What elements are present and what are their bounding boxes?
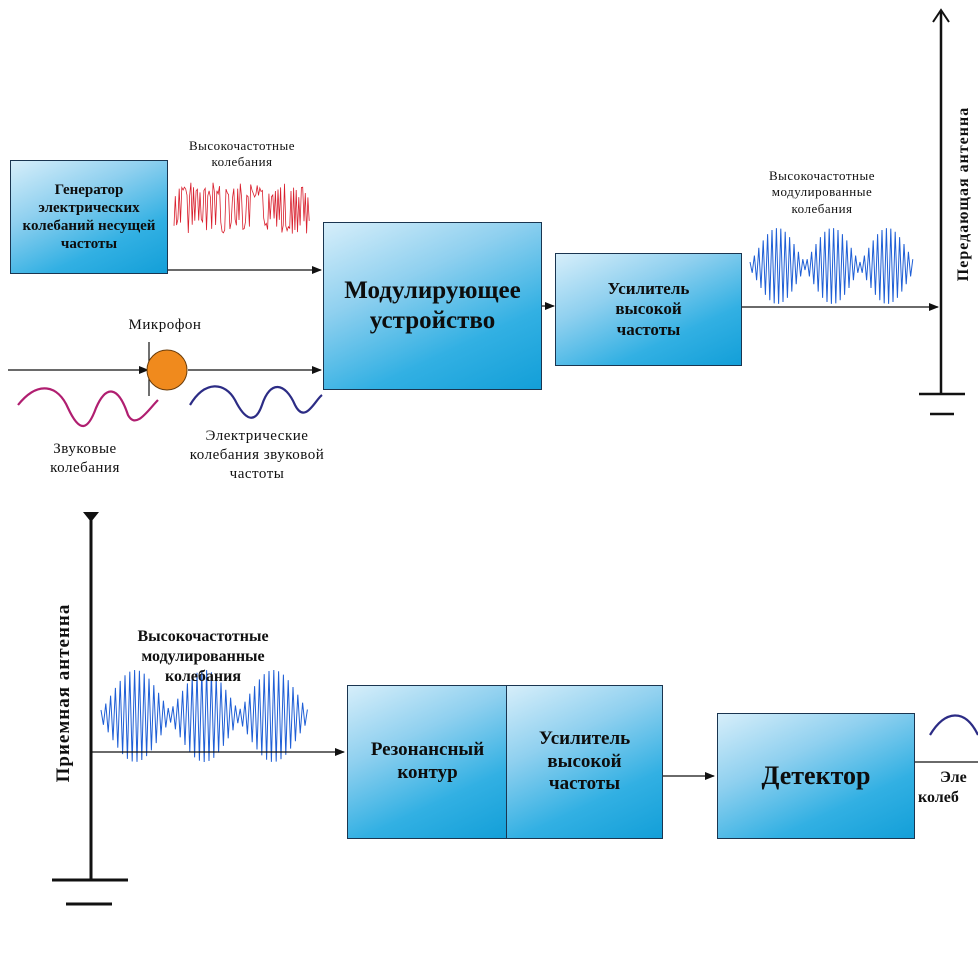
detector-block: Детектор: [717, 713, 915, 839]
modulated-wave-receiver: [100, 669, 308, 763]
output-wave: [929, 714, 978, 736]
hf-amplifier-transmitter-label: Усилитель высокой частоты: [607, 278, 690, 339]
hf-oscillation-label: Высокочастотные колебания: [188, 138, 296, 170]
receiving-antenna: [52, 512, 128, 906]
sound-oscillation-label: Звуковые колебания: [50, 441, 120, 476]
output-label: Эле колеб: [918, 768, 978, 808]
transmitting-antenna-label: Передающая антенна: [955, 106, 972, 282]
modulator-block: Модулирующее устройство: [323, 222, 542, 390]
modulator-label: Модулирующее устройство: [344, 277, 521, 334]
electric-oscillation-label: Электрические колебания звуковой частоты: [189, 428, 325, 482]
carrier-generator-label: Генератор электрических колебаний несуще…: [22, 182, 156, 252]
carrier-generator-block: Генератор электрических колебаний несуще…: [10, 160, 168, 274]
output-label-line2: колеб: [918, 789, 959, 806]
microphone-label: Микрофон: [128, 317, 202, 333]
resonant-circuit-label: Резонансный контур: [370, 739, 485, 783]
electric-wave: [189, 385, 323, 419]
detector-label: Детектор: [761, 761, 871, 791]
resonant-circuit-block: Резонансный контур: [347, 685, 507, 839]
modulated-oscillation-label-receiver: Высокочастотные модулированные колебания: [137, 628, 269, 685]
hf-amplifier-transmitter-block: Усилитель высокой частоты: [555, 253, 742, 366]
microphone: [146, 342, 188, 396]
sound-wave: [17, 387, 159, 428]
hf-amplifier-receiver-block: Усилитель высокой частоты: [506, 685, 663, 839]
output-label-line1: Эле: [940, 769, 967, 786]
modulated-oscillation-label-transmitter: Высокочастотные модулированные колебания: [768, 168, 876, 216]
modulated-wave-transmitter: [749, 228, 914, 304]
transmitting-antenna: [919, 8, 965, 416]
hf-amplifier-receiver-label: Усилитель высокой частоты: [538, 727, 631, 795]
hf-wave: [173, 182, 310, 234]
receiving-antenna-label: Приемная антенна: [53, 603, 74, 783]
